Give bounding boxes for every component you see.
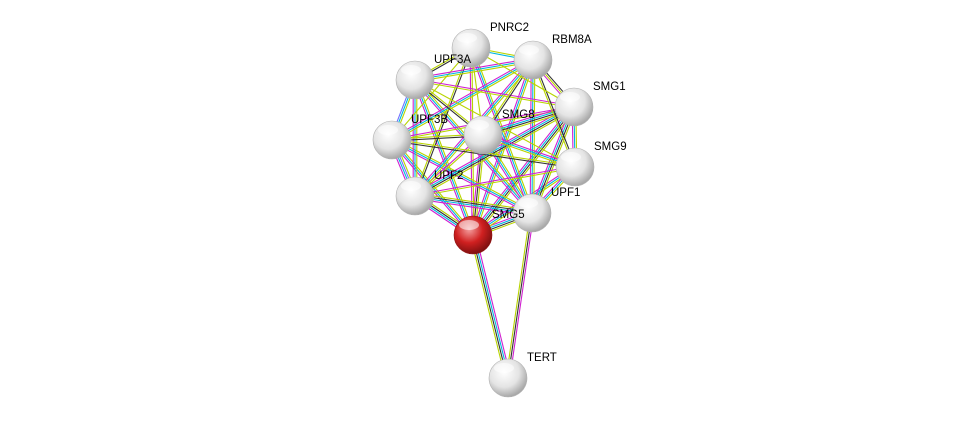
evidence-line-experimental bbox=[509, 213, 535, 379]
evidence-line-experimental bbox=[470, 104, 573, 234]
evidence-line-experimental bbox=[390, 57, 533, 139]
evidence-line-textmining bbox=[414, 80, 574, 109]
node-highlight bbox=[519, 45, 539, 55]
edge-upf1-tert[interactable] bbox=[505, 212, 535, 379]
node-label: PNRC2 bbox=[490, 22, 529, 34]
node-highlight bbox=[401, 65, 421, 75]
node-smg5[interactable]: SMG5 bbox=[453, 209, 525, 255]
node-highlight bbox=[401, 181, 421, 191]
evidence-line-coexpression bbox=[507, 212, 533, 379]
edge-upf1-upf2[interactable] bbox=[414, 192, 533, 217]
evidence-line-database bbox=[391, 59, 534, 141]
node-smg8[interactable]: SMG8 bbox=[463, 109, 535, 155]
evidence-line-textmining bbox=[392, 61, 535, 143]
edge-smg1-pnrc2[interactable] bbox=[470, 47, 575, 108]
evidence-line-coexpression bbox=[473, 107, 576, 236]
node-label: SMG1 bbox=[593, 81, 626, 93]
evidence-line-database bbox=[531, 59, 534, 214]
node-upf2[interactable]: UPF2 bbox=[395, 170, 463, 216]
evidence-line-coexpression bbox=[391, 140, 575, 169]
node-smg1[interactable]: SMG1 bbox=[554, 81, 626, 127]
evidence-line-textmining bbox=[469, 235, 506, 379]
evidence-line-textmining bbox=[505, 212, 531, 378]
node-highlight bbox=[518, 198, 538, 208]
node-label: UPF3A bbox=[434, 54, 471, 66]
node-label: SMG9 bbox=[594, 141, 627, 153]
node-upf3a[interactable]: UPF3A bbox=[395, 54, 471, 100]
evidence-line-coexpression bbox=[471, 235, 508, 379]
edge-smg5-upf3a[interactable] bbox=[412, 79, 476, 236]
evidence-line-textmining bbox=[474, 60, 536, 236]
evidence-line-coexpression bbox=[415, 107, 575, 198]
evidence-line-textmining bbox=[415, 167, 576, 198]
evidence-line-experimental bbox=[414, 165, 575, 196]
node-highlight bbox=[561, 152, 581, 162]
evidence-line-database bbox=[471, 106, 574, 235]
node-highlight bbox=[457, 33, 477, 43]
evidence-line-textmining bbox=[415, 192, 533, 211]
node-smg9[interactable]: SMG9 bbox=[555, 141, 627, 187]
node-label: RBM8A bbox=[552, 34, 592, 46]
node-tert[interactable]: TERT bbox=[488, 352, 557, 398]
node-label: TERT bbox=[527, 352, 557, 364]
node-pnrc2[interactable]: PNRC2 bbox=[451, 22, 529, 68]
node-label: UPF3B bbox=[411, 114, 448, 126]
evidence-line-experimental bbox=[529, 59, 532, 213]
edge-smg5-tert[interactable] bbox=[469, 234, 512, 379]
node-highlight bbox=[560, 92, 580, 102]
evidence-line-textmining bbox=[470, 47, 575, 108]
node-label: SMG8 bbox=[502, 109, 535, 121]
node-highlight bbox=[494, 363, 514, 373]
evidence-line-textmining bbox=[416, 79, 476, 235]
evidence-line-database bbox=[414, 196, 532, 215]
evidence-line-database bbox=[414, 79, 474, 236]
evidence-line-experimental bbox=[412, 80, 472, 236]
evidence-line-experimental bbox=[415, 78, 575, 107]
node-rbm8a[interactable]: RBM8A bbox=[513, 34, 592, 80]
node-upf1[interactable]: UPF1 bbox=[512, 187, 580, 233]
node-upf3b[interactable]: UPF3B bbox=[372, 114, 448, 160]
evidence-line-database bbox=[473, 234, 510, 378]
evidence-line-coexpression bbox=[415, 194, 533, 213]
edge-upf3a-smg1[interactable] bbox=[414, 78, 575, 109]
evidence-line-experimental bbox=[475, 234, 512, 378]
edge-upf2-smg9[interactable] bbox=[414, 165, 576, 198]
evidence-line-experimental bbox=[414, 198, 532, 217]
edge-upf1-rbm8a[interactable] bbox=[529, 59, 536, 214]
evidence-line-textmining bbox=[533, 60, 536, 214]
edge-upf3b-rbm8a[interactable] bbox=[390, 57, 535, 143]
node-label: SMG5 bbox=[492, 209, 525, 221]
node-label: UPF2 bbox=[434, 170, 463, 182]
evidence-line-coexpression bbox=[415, 48, 473, 197]
node-highlight bbox=[378, 125, 398, 135]
node-highlight bbox=[459, 220, 479, 230]
node-highlight bbox=[469, 120, 489, 130]
node-label: UPF1 bbox=[551, 187, 580, 199]
evidence-line-textmining bbox=[392, 137, 534, 212]
